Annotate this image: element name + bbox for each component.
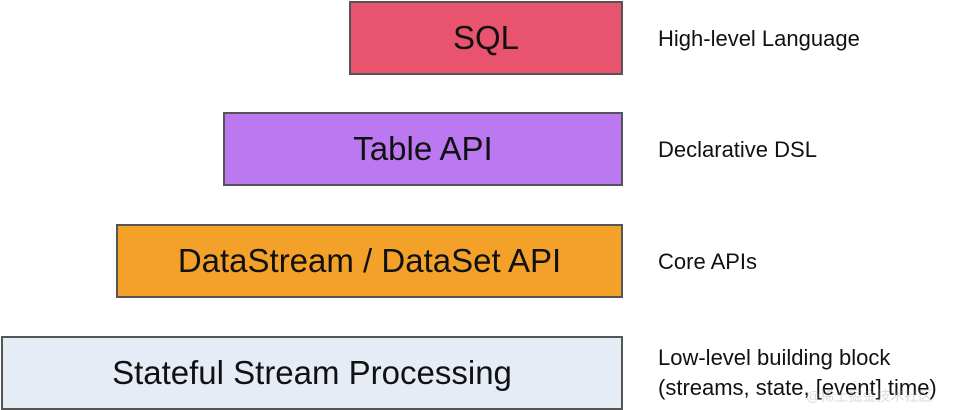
layer-desc-datastream-api-line-1: Core APIs: [658, 249, 758, 274]
layer-desc-table-api-line-1: Declarative DSL: [658, 137, 817, 162]
layer-desc-stateful-line-2: (streams, state, [event] time): [658, 375, 937, 400]
layer-label-table-api: Table API: [353, 130, 493, 167]
layer-desc-stateful-stream-processing: Low-level building block (streams, state…: [658, 343, 937, 403]
layer-desc-table-api: Declarative DSL: [658, 135, 817, 165]
layer-box-sql: SQL: [349, 1, 623, 75]
layer-desc-datastream-api: Core APIs: [658, 247, 757, 277]
layer-box-table-api: Table API: [223, 112, 623, 186]
layer-label-stateful-stream-processing: Stateful Stream Processing: [112, 354, 512, 391]
layer-label-datastream-api: DataStream / DataSet API: [177, 242, 562, 279]
layer-desc-stateful-line-1: Low-level building block: [658, 345, 891, 370]
layer-box-stateful-stream-processing: Stateful Stream Processing: [1, 336, 623, 410]
layer-desc-sql-line-1: High-level Language: [658, 26, 860, 51]
layer-box-datastream-api: DataStream / DataSet API: [116, 224, 623, 298]
watermark: @稀土掘金技术社区: [806, 388, 933, 404]
layer-label-sql: SQL: [452, 19, 520, 56]
layer-desc-sql: High-level Language: [658, 24, 860, 54]
